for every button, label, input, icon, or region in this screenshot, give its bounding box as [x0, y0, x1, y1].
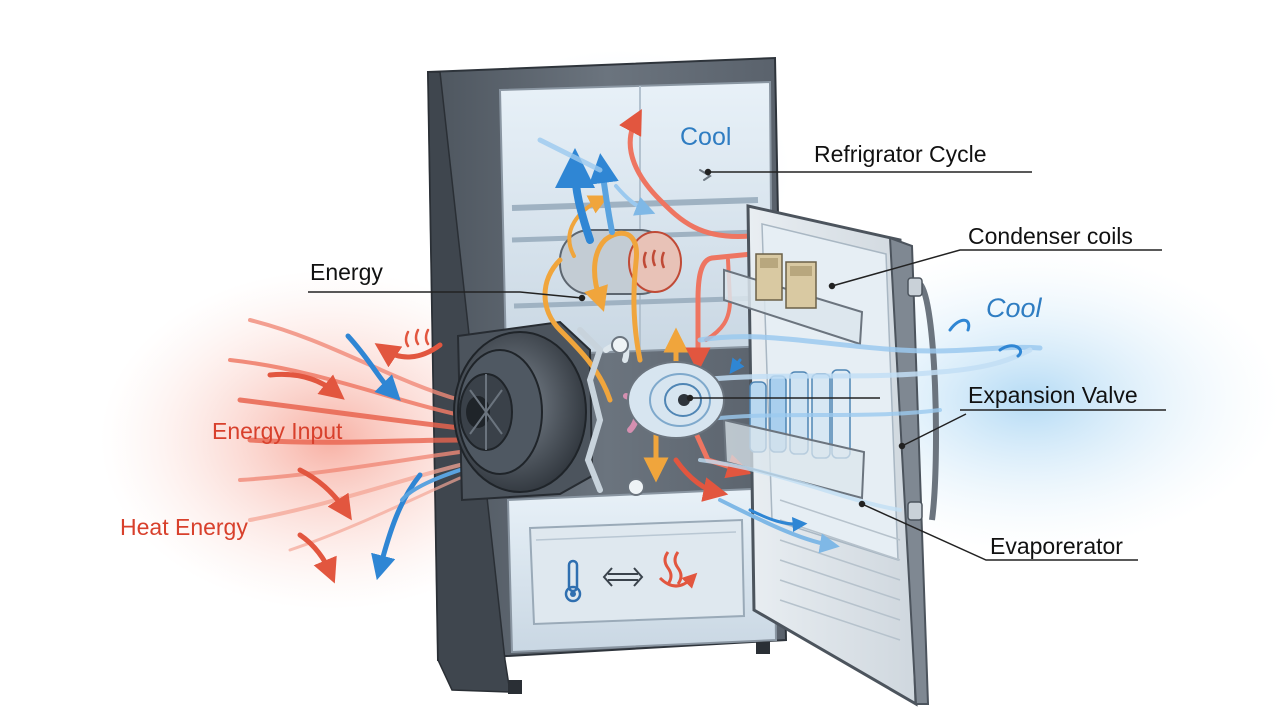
label-expansion-valve: Expansion Valve [968, 382, 1138, 408]
expansion-valve-icon [627, 361, 725, 439]
double-arrow-icon [602, 567, 644, 587]
butter-boxes [755, 253, 817, 309]
label-evaporator: Evaporerator [990, 533, 1123, 559]
thermometer-icon [564, 559, 582, 603]
condenser-cylinder [559, 229, 682, 295]
compressor-fan-icon [453, 320, 594, 502]
label-energy: Energy [310, 259, 383, 285]
shelf-3 [513, 295, 763, 309]
cool-air-flow-top [537, 137, 712, 244]
label-condenser-coils: Condenser coils [968, 223, 1133, 249]
heat-energy-flow [228, 318, 463, 584]
cool-return-flow [345, 333, 462, 581]
label-energy-input: Energy Input [212, 418, 343, 444]
label-cool-right: Cool [986, 293, 1042, 323]
cool-air-flow-right [697, 318, 1043, 554]
label-cool-top: Cool [680, 123, 732, 151]
leader-evaporator [861, 503, 1138, 561]
leader-expansion-valve-door [901, 413, 967, 447]
label-heat-energy: Heat Energy [120, 514, 248, 540]
leader-condenser-coils [831, 249, 1162, 287]
leader-energy [308, 291, 583, 299]
door-handle [917, 281, 939, 521]
leader-lines [308, 168, 1166, 561]
label-refrigerator-cycle: Refrigrator Cycle [814, 141, 987, 167]
heat-icon [658, 551, 698, 589]
